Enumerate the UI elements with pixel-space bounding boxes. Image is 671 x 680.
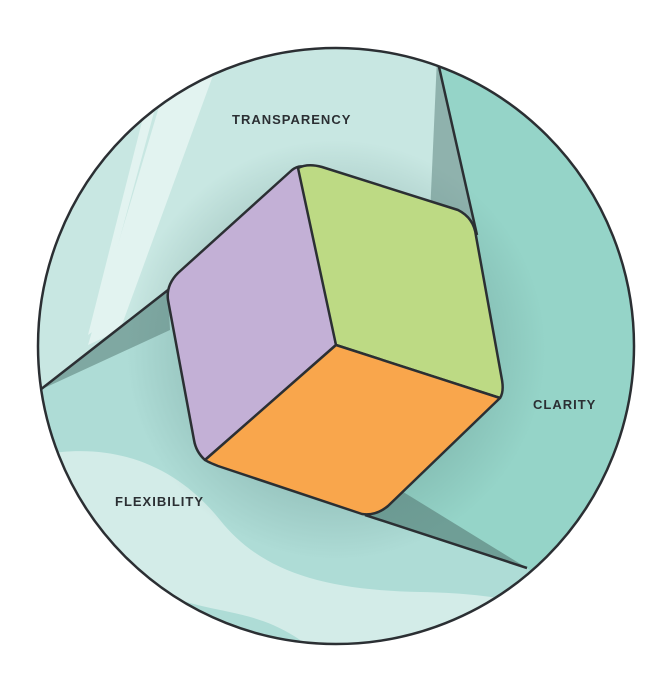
cube-face-orange [203, 343, 502, 516]
label-clarity: CLARITY [533, 397, 597, 412]
label-flexibility: FLEXIBILITY [115, 494, 204, 509]
outer-circle [36, 46, 636, 646]
cube-face-green [296, 164, 504, 400]
label-transparency: TRANSPARENCY [232, 112, 352, 127]
